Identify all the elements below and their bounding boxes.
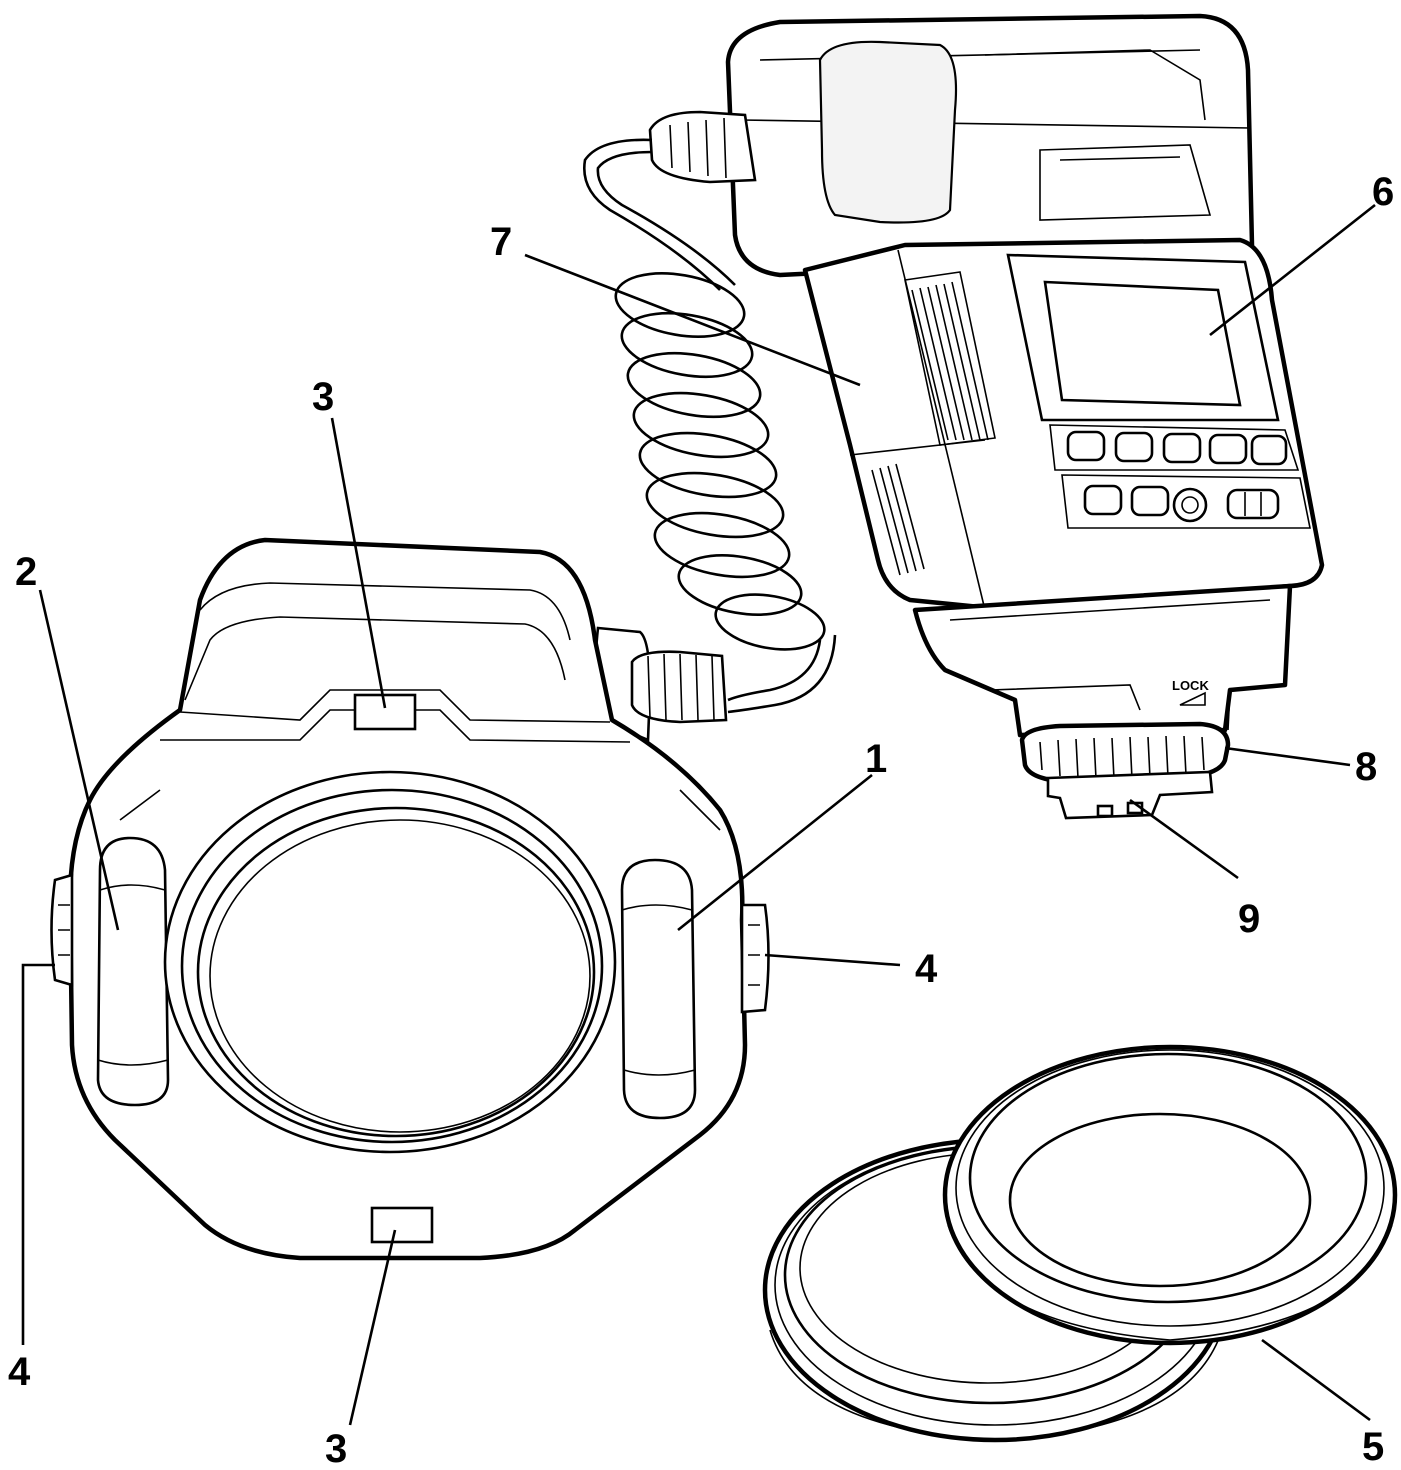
leader-9 <box>1129 798 1239 880</box>
mounting-foot <box>912 583 1293 820</box>
callout-4-left: 4 <box>8 1350 31 1394</box>
af-assist-window-top <box>353 693 417 731</box>
callout-9: 9 <box>1238 897 1260 941</box>
leader-1 <box>677 773 873 932</box>
leader-3b <box>348 1229 397 1426</box>
leader-5 <box>1261 1338 1371 1422</box>
leader-lines <box>21 203 1376 1426</box>
leader-7 <box>524 253 861 387</box>
adapter-rings <box>762 1044 1398 1443</box>
lcd-display-panel <box>1006 253 1280 422</box>
callout-1: 1 <box>865 737 887 781</box>
coiled-sync-cord <box>582 138 837 714</box>
callout-7: 7 <box>490 220 512 264</box>
callout-6: 6 <box>1372 170 1394 214</box>
flash-tube-left <box>96 836 170 1107</box>
flash-tube-right <box>620 858 697 1120</box>
control-buttons <box>1049 424 1311 529</box>
release-button-right <box>740 903 770 1014</box>
leader-6 <box>1209 203 1376 337</box>
callout-2: 2 <box>15 550 37 594</box>
ring-flash-unit <box>50 537 770 1261</box>
adapter-ring-front <box>942 1044 1398 1346</box>
af-assist-window-bottom <box>370 1206 434 1244</box>
callout-3-bottom: 3 <box>325 1427 347 1470</box>
vent-grille <box>871 271 996 576</box>
lock-marking: LOCK <box>1172 678 1209 693</box>
callout-8: 8 <box>1355 745 1377 789</box>
leader-4a <box>21 963 55 1345</box>
callout-labels: 1 2 3 3 4 4 5 6 7 8 9 <box>8 170 1394 1470</box>
leader-8 <box>1224 746 1351 767</box>
leader-4b <box>764 953 901 967</box>
leader-2 <box>38 589 120 931</box>
callout-5: 5 <box>1362 1425 1384 1469</box>
leader-3a <box>330 417 387 709</box>
flash-controller-unit <box>648 13 1325 820</box>
callout-4-right: 4 <box>915 947 938 991</box>
lens-mount-ring <box>163 770 617 1154</box>
callout-3-top: 3 <box>312 375 334 419</box>
